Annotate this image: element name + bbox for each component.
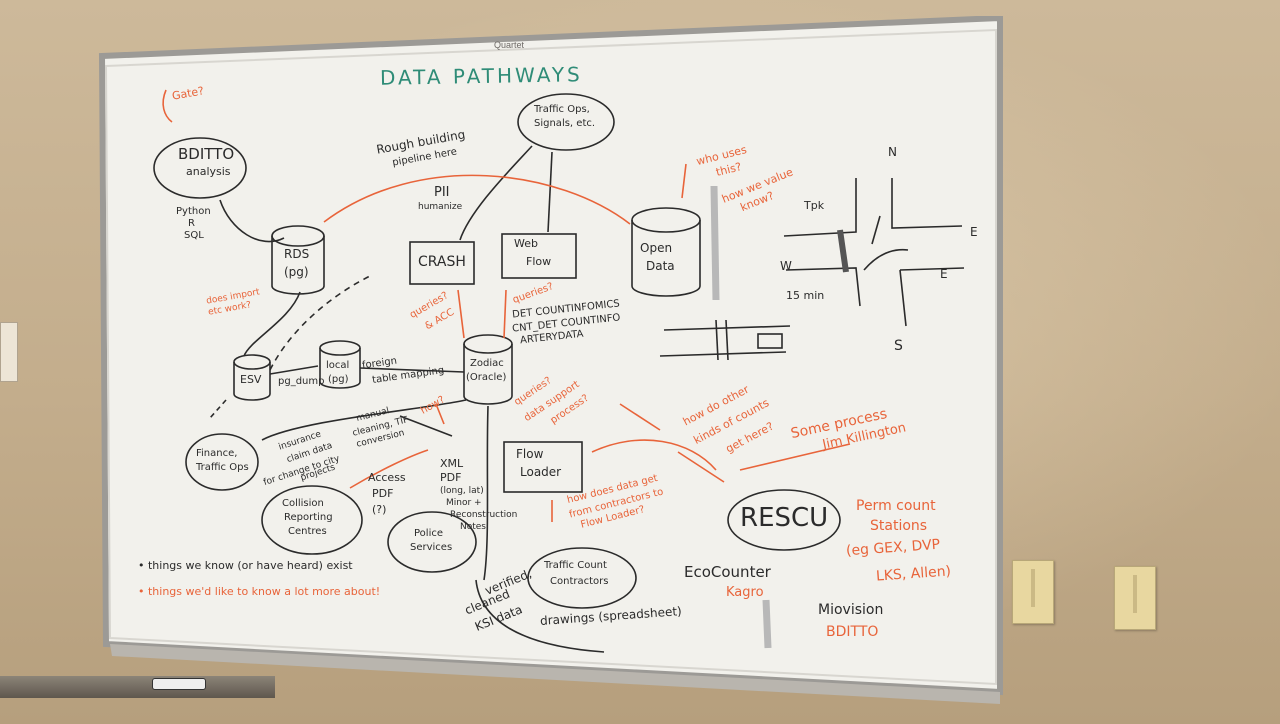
rds-line1: RDS <box>284 247 310 261</box>
perm-line2: Stations <box>870 518 928 534</box>
contractors-line1: Traffic Count <box>544 560 607 571</box>
collision-line1: Collision <box>282 498 324 509</box>
flowloader-line1: Flow <box>516 447 544 461</box>
bdit-analysis-node <box>153 137 247 199</box>
contractors-node <box>527 547 637 609</box>
opendata-line1: Open <box>640 241 673 255</box>
traffic-ops-line2: Signals, etc. <box>534 118 596 129</box>
local-line2: (pg) <box>328 374 349 385</box>
sql-label: SQL <box>184 230 204 241</box>
traffic-ops-line1: Traffic Ops, <box>534 104 590 115</box>
bdit-analysis-sub: analysis <box>186 165 231 178</box>
collision-line2: Reporting <box>284 512 333 523</box>
opendata-cylinder <box>631 220 701 297</box>
tpk-label: Tpk <box>804 199 825 212</box>
finance-line2: Traffic Ops <box>196 462 249 473</box>
r-label: R <box>188 218 195 229</box>
board-title: DATA PATHWAYS <box>379 62 583 90</box>
access-line3: (?) <box>372 503 387 516</box>
xml-line6: Notes <box>460 522 486 532</box>
bditto-orange-label: BDITTO <box>826 624 879 640</box>
webflow-box <box>501 233 577 279</box>
light-switch <box>0 322 18 382</box>
collision-line3: Centres <box>288 526 327 537</box>
rescu-label: RESCU <box>740 503 829 533</box>
east-label-2: E <box>940 267 948 281</box>
east-label: E <box>970 225 978 239</box>
xml-line5: Reconstruction <box>450 510 518 520</box>
whiteboard <box>96 16 1008 706</box>
flowloader-line2: Loader <box>520 465 562 479</box>
zodiac-line2: (Oracle) <box>466 372 507 383</box>
local-line1: local <box>326 360 350 371</box>
webflow-line1: Web <box>514 237 538 250</box>
board-brand: Quartet <box>494 40 525 50</box>
rds-cylinder <box>271 236 325 295</box>
xml-line4: Minor + <box>446 498 482 508</box>
finance-line1: Finance, <box>196 448 238 459</box>
police-node <box>387 511 477 573</box>
crash-label: CRASH <box>418 254 466 270</box>
rds-line2: (pg) <box>284 265 309 279</box>
north-label: N <box>888 145 897 159</box>
perm-line1: Perm count <box>856 498 936 514</box>
whiteboard-surface <box>98 16 1003 704</box>
python-label: Python <box>176 206 211 217</box>
zodiac-cylinder <box>463 344 513 405</box>
pgdump-label: pg_dump <box>278 376 325 387</box>
opendata-line2: Data <box>646 259 675 273</box>
collision-node <box>261 485 363 555</box>
pii-label: PII <box>434 185 450 200</box>
rescu-node <box>727 489 841 551</box>
xml-line1: XML <box>440 457 464 470</box>
contractors-line2: Contractors <box>550 576 609 587</box>
marker-tray <box>0 676 275 698</box>
zodiac-line1: Zodiac <box>470 358 504 369</box>
webflow-line2: Flow <box>526 255 552 268</box>
xml-line3: (long, lat) <box>440 486 484 496</box>
humanize-label: humanize <box>418 202 463 212</box>
miovision-label: Miovision <box>818 602 884 618</box>
esv-label: ESV <box>240 373 262 386</box>
finance-node <box>185 433 259 491</box>
esv-cylinder <box>233 362 271 401</box>
xml-line2: PDF <box>440 471 462 484</box>
orange-arc-to-opendata <box>323 174 631 225</box>
marker <box>152 678 206 690</box>
crash-box <box>409 241 475 285</box>
ecocounter-label: EcoCounter <box>684 563 771 581</box>
access-line2: PDF <box>372 487 394 500</box>
legend-black: • things we know (or have heard) exist <box>138 559 353 572</box>
wall-outlet-plate <box>1114 566 1156 630</box>
west-label: W <box>780 259 792 273</box>
wall-outlet-plate <box>1012 560 1054 624</box>
south-label: S <box>894 338 903 354</box>
access-line1: Access <box>368 471 406 484</box>
min15-label: 15 min <box>786 289 825 302</box>
flowloader-box <box>503 441 583 493</box>
kagro-label: Kagro <box>726 585 764 600</box>
police-line2: Services <box>410 542 453 553</box>
local-cylinder <box>319 348 361 389</box>
police-line1: Police <box>414 528 443 539</box>
legend-orange: • things we'd like to know a lot more ab… <box>138 585 381 598</box>
traffic-ops-node <box>517 93 615 151</box>
bdit-analysis-name: BDITTO <box>178 145 235 163</box>
